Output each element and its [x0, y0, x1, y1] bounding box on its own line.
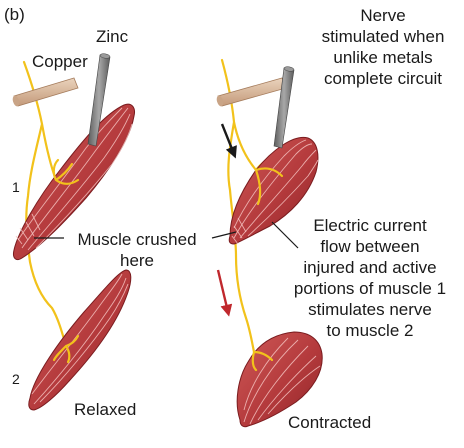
- left-nerve-branches-1: [52, 158, 80, 185]
- relaxed-label: Relaxed: [74, 400, 136, 419]
- right-nerve-branches-2: [251, 350, 274, 372]
- crushed-leader-right: [211, 231, 237, 239]
- nerve-stim-line-2: stimulated when: [322, 27, 445, 46]
- right-nerve-branches-1: [254, 167, 284, 206]
- current-line-4: portions of muscle 1: [294, 279, 446, 298]
- current-line-1: Electric current: [313, 216, 427, 235]
- red-arrow: [216, 269, 233, 317]
- right-assembly: [216, 58, 323, 428]
- left-nerve-branches-2: [52, 334, 80, 364]
- crushed-line-2: here: [120, 251, 154, 270]
- nerve-stim-line-1: Nerve: [360, 6, 405, 25]
- left-zinc-rod: [87, 53, 111, 147]
- current-line-2: flow between: [320, 237, 419, 256]
- nerve-stim-line-3: unlike metals: [333, 48, 432, 67]
- muscle-2-number-left: 2: [12, 371, 20, 387]
- electric-current-label: Electric current flow between injured an…: [271, 216, 446, 340]
- current-line-3: injured and active: [303, 258, 436, 277]
- muscle-1-number-left: 1: [12, 179, 20, 195]
- right-muscle-2: [236, 331, 323, 428]
- left-copper-rod: [12, 77, 79, 107]
- left-muscle-2: [28, 269, 132, 411]
- crushed-line-1: Muscle crushed: [77, 230, 196, 249]
- panel-label: (b): [4, 5, 25, 24]
- left-assembly: [12, 53, 135, 411]
- nerve-stim-label: Nerve stimulated when unlike metals comp…: [322, 6, 445, 88]
- right-muscle-1: [228, 136, 319, 245]
- current-line-6: to muscle 2: [327, 321, 414, 340]
- left-nerve: [22, 60, 72, 348]
- current-line-5: stimulates nerve: [308, 300, 432, 319]
- nerve-stim-line-4: complete circuit: [324, 69, 442, 88]
- current-leader: [271, 221, 299, 249]
- black-arrow: [220, 123, 237, 159]
- right-zinc-rod: [273, 66, 295, 149]
- contracted-label: Contracted: [288, 413, 371, 432]
- zinc-label: Zinc: [96, 27, 129, 46]
- copper-label: Copper: [32, 52, 88, 71]
- right-copper-rod: [216, 77, 287, 107]
- right-nerve: [220, 58, 280, 354]
- muscle-crushed-label: Muscle crushed here: [34, 230, 237, 270]
